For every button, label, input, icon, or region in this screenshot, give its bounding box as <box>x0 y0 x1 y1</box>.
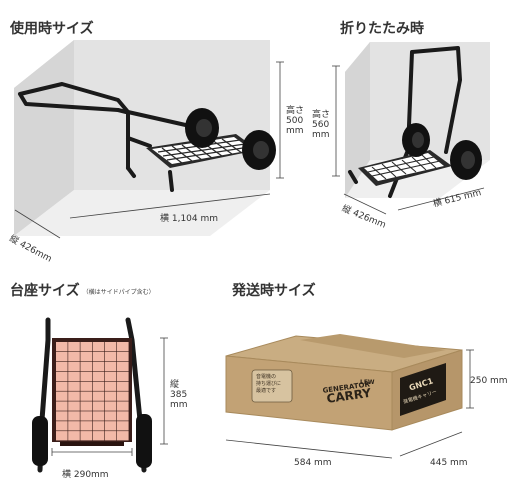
base-grid-cell <box>80 391 92 401</box>
base-grid-cell <box>68 401 80 411</box>
base-grid-cell <box>104 391 117 401</box>
base-grid-cell <box>68 342 80 352</box>
base-grid-cell <box>68 411 80 421</box>
base-grid-cell <box>117 342 129 352</box>
base-grid-cell <box>92 431 105 441</box>
base-grid-cell <box>56 342 68 352</box>
in-use-height-label: 高さ 500 mm <box>286 106 305 136</box>
base-grid-cell <box>68 351 80 362</box>
base-grid-cell <box>68 371 80 381</box>
base-grid-cell <box>80 361 92 372</box>
base-grid-cell <box>80 421 92 431</box>
base-grid-cell <box>117 351 129 362</box>
base-grid-cell <box>92 361 105 372</box>
base-grid-cell <box>104 371 117 381</box>
base-grid-cell <box>104 431 117 441</box>
base-grid-cell <box>117 411 129 421</box>
base-grid-cell <box>92 411 105 421</box>
base-grid-cell <box>104 381 117 391</box>
base-grid-cell <box>117 361 129 372</box>
base-grid-cell <box>68 391 80 401</box>
base-grid-cell <box>104 421 117 431</box>
in-use-width-label: 横 1,104 mm <box>160 214 219 224</box>
base-size-title-text: 台座サイズ <box>10 283 80 299</box>
base-grid-cell <box>68 381 80 391</box>
base-grid-cell <box>56 381 68 391</box>
base-grid-cell <box>56 361 68 372</box>
base-grid-cell <box>80 381 92 391</box>
base-grid-cell <box>117 381 129 391</box>
base-size-note: （横はサイドパイプ含む） <box>82 288 155 296</box>
base-grid-cell <box>56 351 68 362</box>
base-height-label: 縦 385 mm <box>170 380 188 410</box>
base-grid-cell <box>80 342 92 352</box>
shipping-width-label: 584 mm <box>294 458 332 468</box>
shipping-height-label: 250 mm <box>470 376 508 386</box>
base-grid <box>56 342 129 441</box>
in-use-size-title: 使用時サイズ <box>10 21 94 37</box>
base-grid-cell <box>104 361 117 372</box>
base-grid-cell <box>92 371 105 381</box>
base-grid-cell <box>56 431 68 441</box>
folded-height-label: 高さ 560 mm <box>312 110 331 140</box>
base-width-label: 横 290mm <box>62 470 109 480</box>
base-grid-cell <box>92 421 105 431</box>
base-grid-cell <box>68 421 80 431</box>
base-grid-cell <box>92 342 105 352</box>
base-grid-cell <box>56 421 68 431</box>
base-grid-cell <box>56 371 68 381</box>
base-grid-cell <box>68 431 80 441</box>
folded-size-title: 折りたたみ時 <box>340 21 424 37</box>
base-size-title: 台座サイズ（横はサイドパイプ含む） <box>10 280 155 300</box>
base-grid-cell <box>80 351 92 362</box>
base-grid-cell <box>56 411 68 421</box>
base-grid-cell <box>104 401 117 411</box>
shipping-box-brand: LEW <box>360 379 375 386</box>
base-grid-cell <box>92 351 105 362</box>
base-grid-cell <box>80 371 92 381</box>
base-grid-cell <box>56 401 68 411</box>
base-grid-cell <box>117 391 129 401</box>
base-grid-cell <box>56 391 68 401</box>
base-grid-cell <box>92 381 105 391</box>
base-grid-cell <box>104 351 117 362</box>
base-grid-cell <box>92 401 105 411</box>
base-grid-cell <box>80 431 92 441</box>
base-grid-cell <box>68 361 80 372</box>
base-grid-cell <box>92 391 105 401</box>
shipping-box-message: 音電機の 持ち運びに 最適です <box>256 374 282 394</box>
shipping-depth-label: 445 mm <box>430 458 468 468</box>
base-grid-cell <box>117 371 129 381</box>
base-grid-cell <box>104 411 117 421</box>
base-grid-cell <box>80 401 92 411</box>
base-grid-cell <box>80 411 92 421</box>
shipping-size-title: 発送時サイズ <box>232 283 316 299</box>
base-grid-cell <box>117 421 129 431</box>
base-grid-cell <box>117 431 129 441</box>
base-grid-cell <box>104 342 117 352</box>
base-grid-cell <box>117 401 129 411</box>
